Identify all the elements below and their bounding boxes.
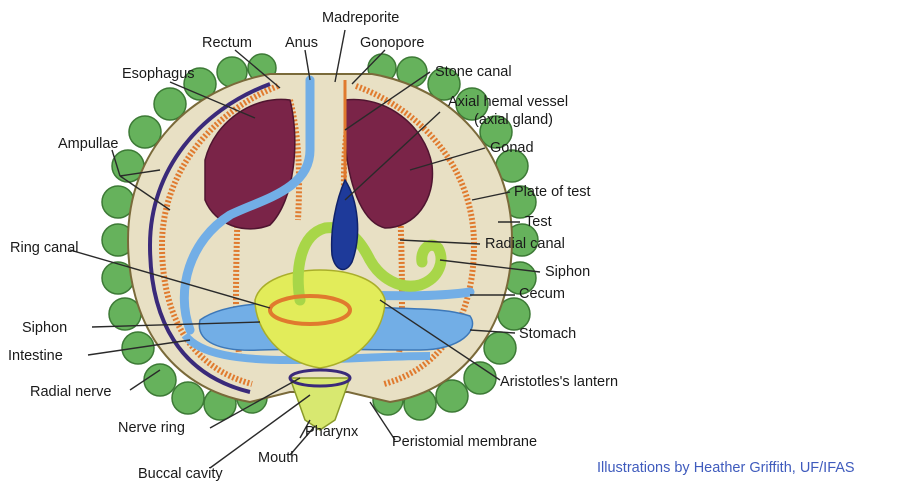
- label-aristotles-lantern: Aristotles's lantern: [500, 374, 618, 390]
- label-siphon-left: Siphon: [22, 320, 67, 336]
- label-ring-canal: Ring canal: [10, 240, 79, 256]
- label-radial-canal: Radial canal: [485, 236, 565, 252]
- label-axial-gland: (axial gland): [474, 112, 553, 128]
- label-mouth: Mouth: [258, 450, 298, 466]
- label-buccal-cavity: Buccal cavity: [138, 466, 223, 482]
- label-test: Test: [525, 214, 552, 230]
- label-pharynx: Pharynx: [305, 424, 359, 440]
- label-ampullae: Ampullae: [58, 136, 118, 152]
- label-cecum: Cecum: [519, 286, 565, 302]
- label-peristomial-membrane: Peristomial membrane: [392, 434, 537, 450]
- label-plate-of-test: Plate of test: [514, 184, 591, 200]
- label-intestine: Intestine: [8, 348, 63, 364]
- label-stomach: Stomach: [519, 326, 576, 342]
- label-nerve-ring: Nerve ring: [118, 420, 185, 436]
- label-rectum: Rectum: [202, 35, 252, 51]
- label-esophagus: Esophagus: [122, 66, 195, 82]
- label-anus: Anus: [285, 35, 318, 51]
- label-stone-canal: Stone canal: [435, 64, 512, 80]
- label-gonopore: Gonopore: [360, 35, 425, 51]
- illustration-credit: Illustrations by Heather Griffith, UF/IF…: [597, 460, 855, 476]
- label-siphon-right: Siphon: [545, 264, 590, 280]
- label-axial-hemal-vessel: Axial hemal vessel: [448, 94, 568, 110]
- label-gonad: Gonad: [490, 140, 534, 156]
- label-madreporite: Madreporite: [322, 10, 399, 26]
- label-radial-nerve: Radial nerve: [30, 384, 111, 400]
